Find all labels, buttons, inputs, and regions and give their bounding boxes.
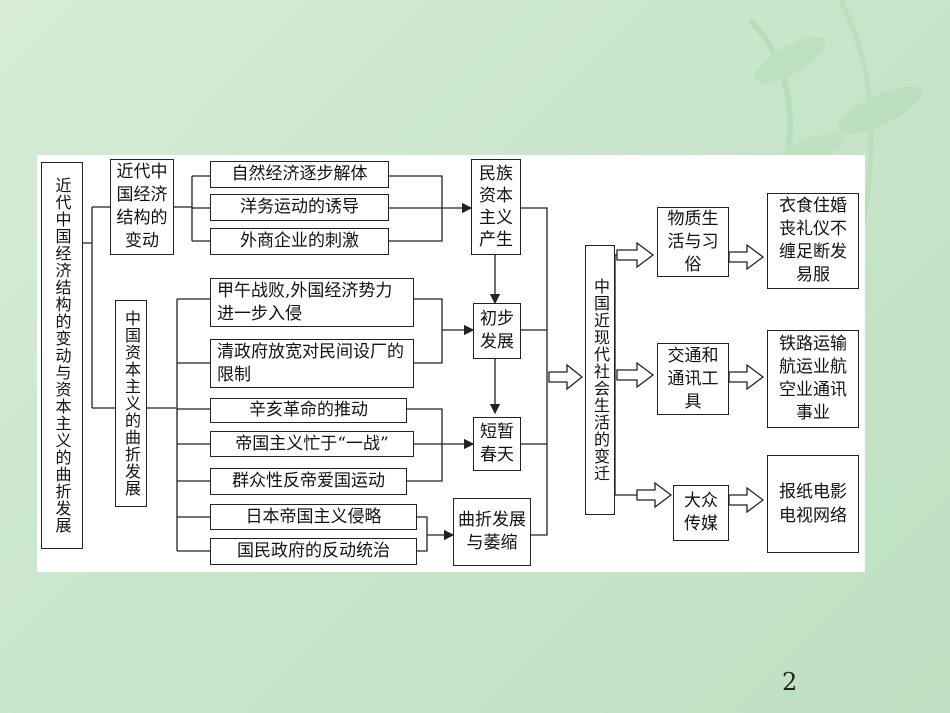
page-number: 2 [782,668,798,696]
group-b-item-3: 群众性反帝爱国运动 [210,468,407,495]
stage-c-box: 曲折发展与萎缩 [453,498,531,566]
branch1-item-2: 洋务运动的诱导 [210,194,389,221]
aspect-3-detail: 报纸电影电视网络 [767,455,859,553]
group-b-item-1: 辛亥革命的推动 [210,398,407,423]
aspect-2-detail: 铁路运输航运业航空业通讯事业 [767,330,859,428]
diagram-panel: 近代中国经济结构的变动与资本主义的曲折发展 近代中国经济结构的变动 自然经济逐步… [37,155,865,572]
branch1-item-1: 自然经济逐步解体 [210,161,389,188]
branch1-box: 近代中国经济结构的变动 [110,159,174,255]
aspect-1-box: 物质生活与习俗 [657,207,729,277]
branch1-item-3: 外商企业的刺激 [210,228,389,255]
group-c-item-1: 日本帝国主义侵略 [210,504,417,530]
group-a-item-1: 甲午战败,外国经济势力进一步入侵 [210,278,414,327]
connector-lines [83,175,765,552]
group-c-item-2: 国民政府的反动统治 [210,538,417,565]
branch2-box: 中国资本主义的曲折发展 [115,300,147,507]
aspect-2-box: 交通和通讯工具 [657,343,729,415]
root-box: 近代中国经济结构的变动与资本主义的曲折发展 [41,162,83,549]
aspect-3-box: 大众传媒 [673,485,729,541]
group-a-item-2: 清政府放宽对民间设厂的限制 [210,339,414,388]
result1-box: 民族资本主义产生 [471,159,521,255]
group-b-item-2: 帝国主义忙于“一战” [210,431,414,457]
stage-b-box: 短暂春天 [473,417,521,471]
stage-a-box: 初步发展 [473,303,521,359]
center-box: 中国近现代社会生活的变迁 [585,245,615,515]
aspect-1-detail: 衣食住婚丧礼仪不缠足断发易服 [767,193,859,289]
